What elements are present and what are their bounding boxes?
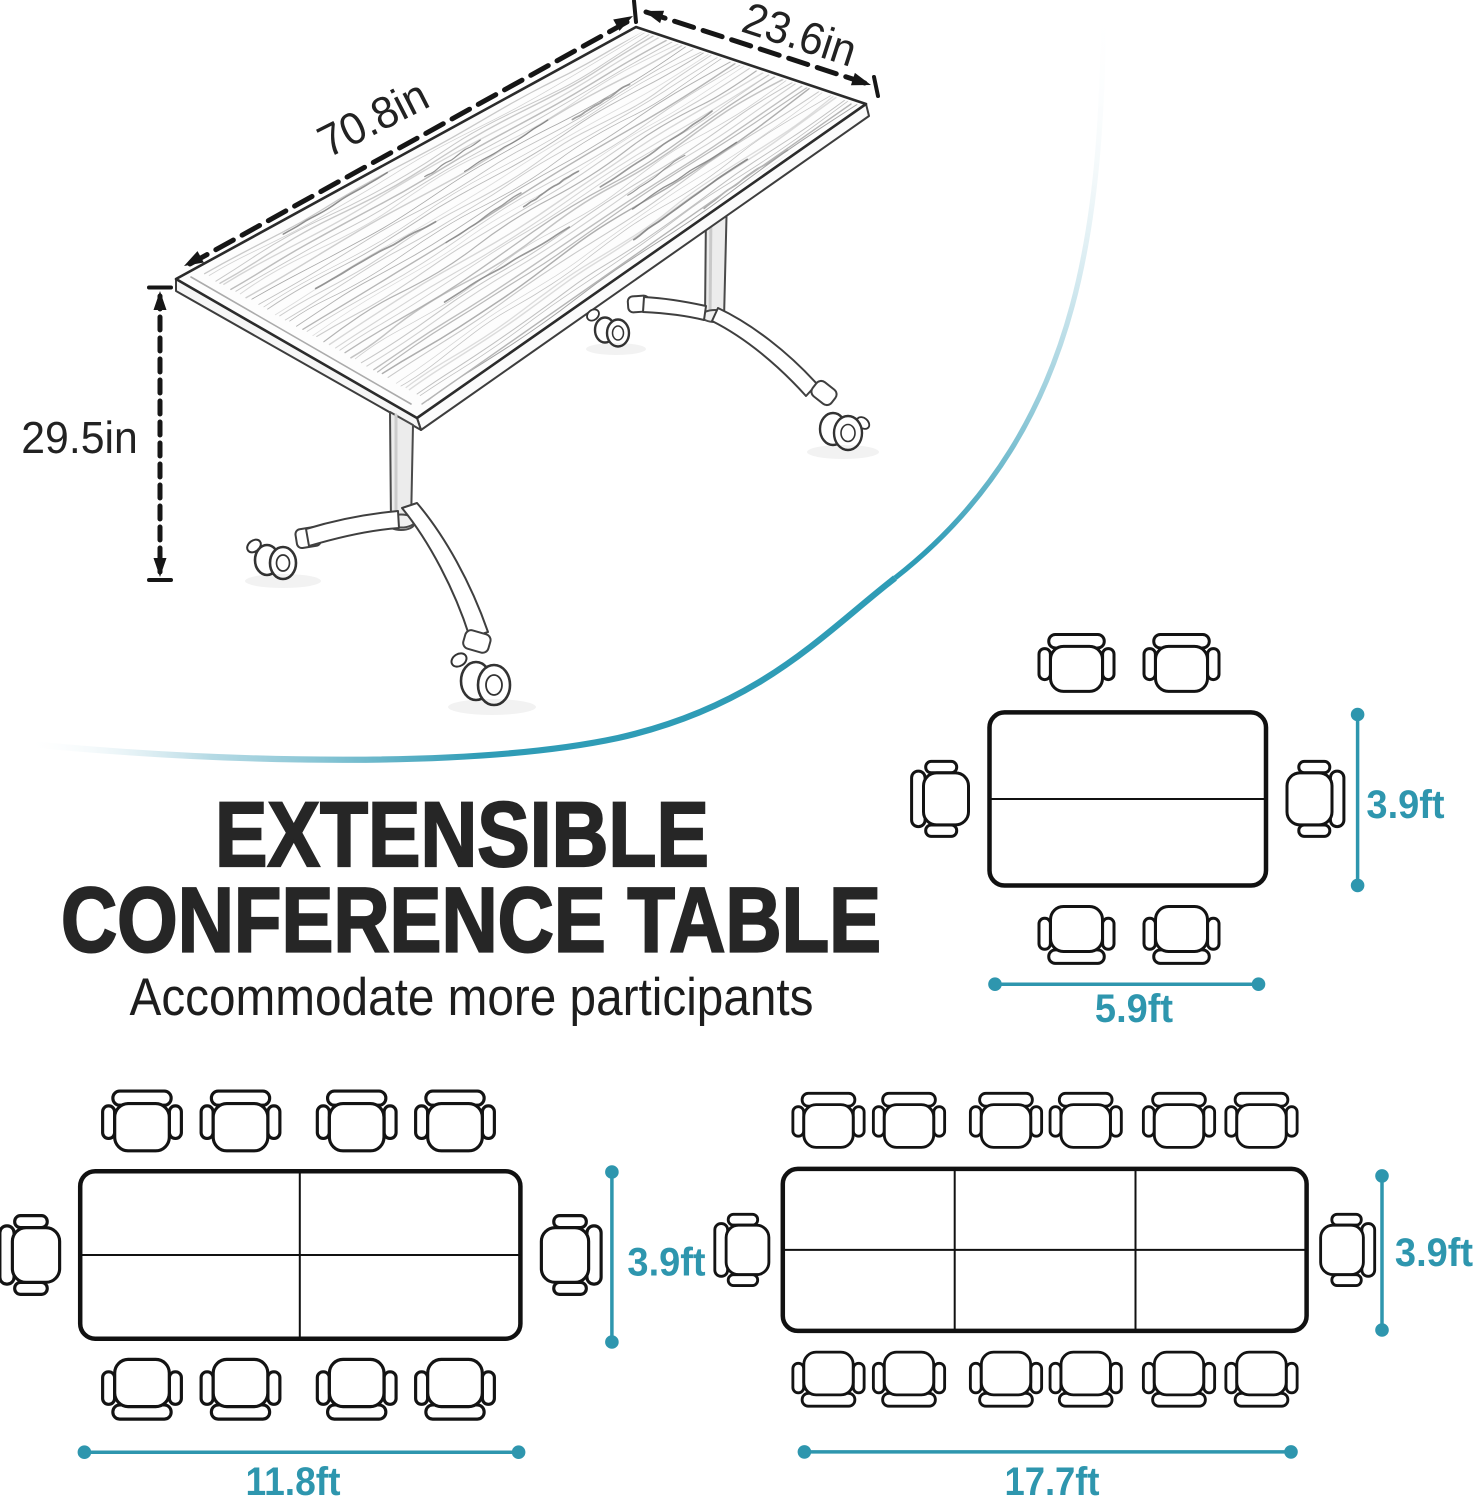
svg-text:3.9ft: 3.9ft bbox=[1395, 1231, 1473, 1275]
svg-text:EXTENSIBLE: EXTENSIBLE bbox=[215, 784, 709, 886]
svg-text:17.7ft: 17.7ft bbox=[1004, 1460, 1099, 1500]
svg-text:5.9ft: 5.9ft bbox=[1095, 987, 1173, 1031]
svg-text:3.9ft: 3.9ft bbox=[627, 1241, 705, 1285]
svg-text:3.9ft: 3.9ft bbox=[1366, 783, 1444, 827]
svg-text:CONFERENCE TABLE: CONFERENCE TABLE bbox=[61, 870, 881, 972]
svg-text:29.5in: 29.5in bbox=[21, 412, 137, 463]
svg-text:Accommodate more participants: Accommodate more participants bbox=[129, 968, 813, 1027]
svg-text:11.8ft: 11.8ft bbox=[245, 1460, 340, 1500]
